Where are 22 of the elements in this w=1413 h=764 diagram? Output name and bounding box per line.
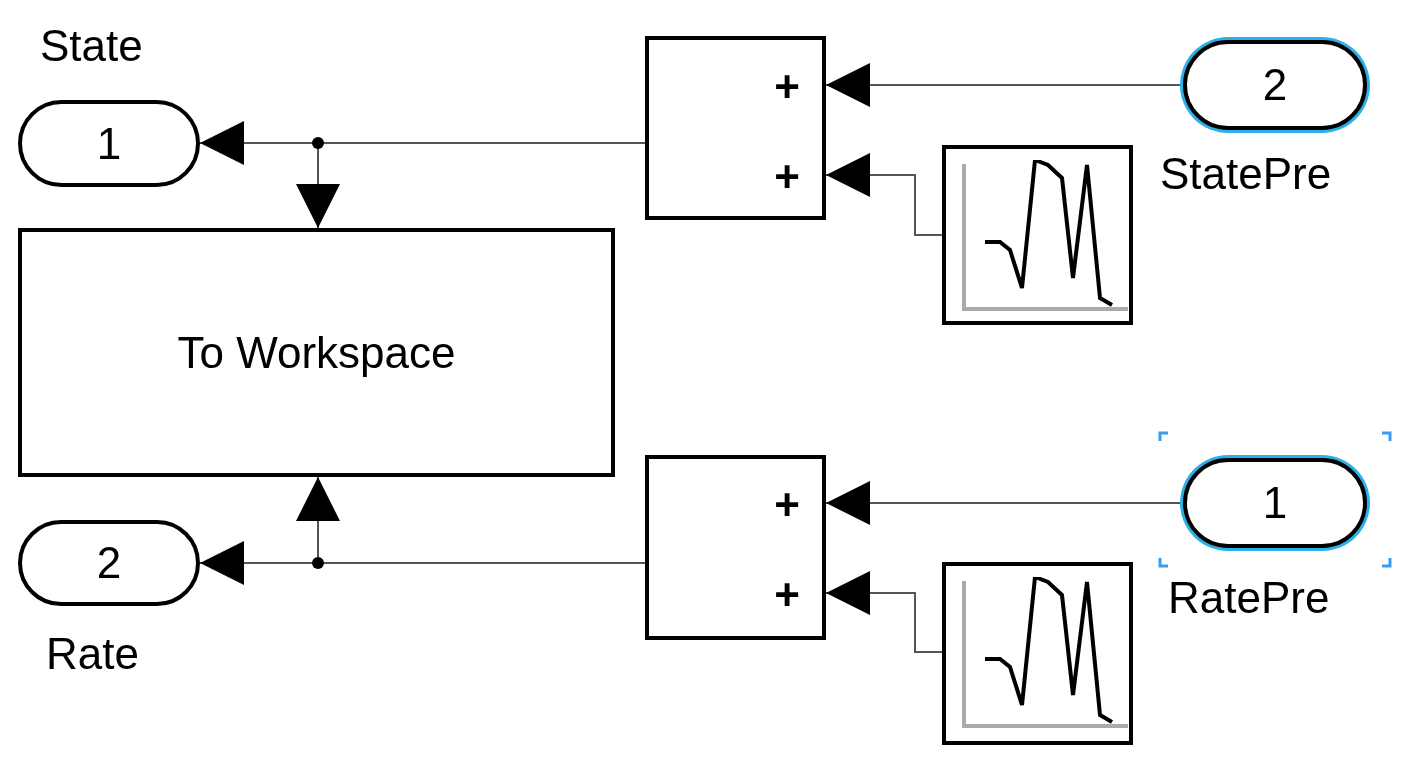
- sum-block: [645, 455, 826, 640]
- signal-line: [825, 153, 943, 236]
- port-number: 2: [96, 541, 122, 585]
- sign-label: +: [774, 483, 800, 527]
- inport-block: [1183, 458, 1367, 548]
- port-number: 1: [1262, 481, 1288, 525]
- port-name: State: [40, 24, 143, 68]
- signal-builder-block: [942, 562, 1133, 745]
- sign-label: +: [774, 65, 800, 109]
- to-workspace-block: [18, 228, 615, 477]
- sum-block: [645, 36, 826, 220]
- port-number: 2: [1262, 63, 1288, 107]
- port-number: 1: [96, 121, 122, 166]
- port-name: StatePre: [1160, 152, 1332, 196]
- signal-builder-block: [942, 145, 1133, 325]
- inport-block: [1183, 40, 1367, 130]
- port-name: Rate: [46, 632, 139, 676]
- signal-line: [825, 571, 943, 653]
- sign-label: +: [774, 155, 800, 199]
- block-label: To Workspace: [177, 330, 456, 375]
- port-name: RatePre: [1168, 576, 1330, 620]
- sign-label: +: [774, 573, 800, 617]
